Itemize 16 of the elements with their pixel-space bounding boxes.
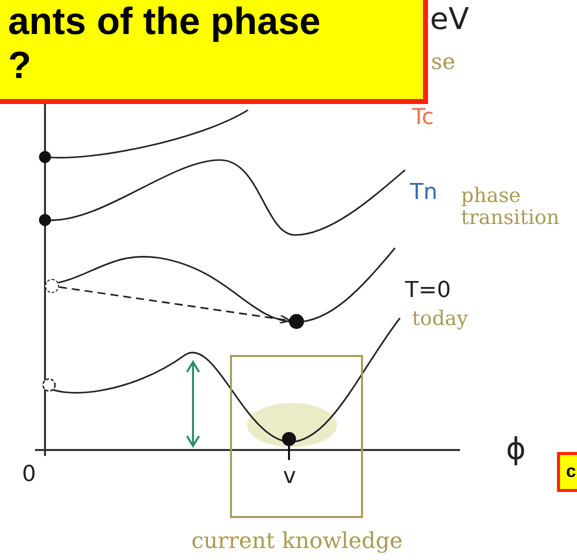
origin-label: 0 xyxy=(22,462,36,487)
curve-caption: phase transition xyxy=(461,184,560,228)
arrow xyxy=(58,286,291,324)
vev-label: v xyxy=(283,464,296,489)
temperature-label: Tn xyxy=(410,180,438,205)
curve-caption: today xyxy=(412,306,468,330)
frame-caption: current knowledge xyxy=(190,529,404,554)
curve-caption: se xyxy=(431,50,456,75)
temperature-label: T=0 xyxy=(405,278,451,303)
field-dot xyxy=(289,314,304,329)
open-dot xyxy=(45,279,59,293)
question-callout: ants of the phase ? xyxy=(0,0,428,104)
axis-unit: eV xyxy=(430,2,469,37)
axis-label: ϕ xyxy=(506,432,526,467)
question-callout: c xyxy=(557,452,577,492)
temperature-label: Tc xyxy=(412,105,434,130)
